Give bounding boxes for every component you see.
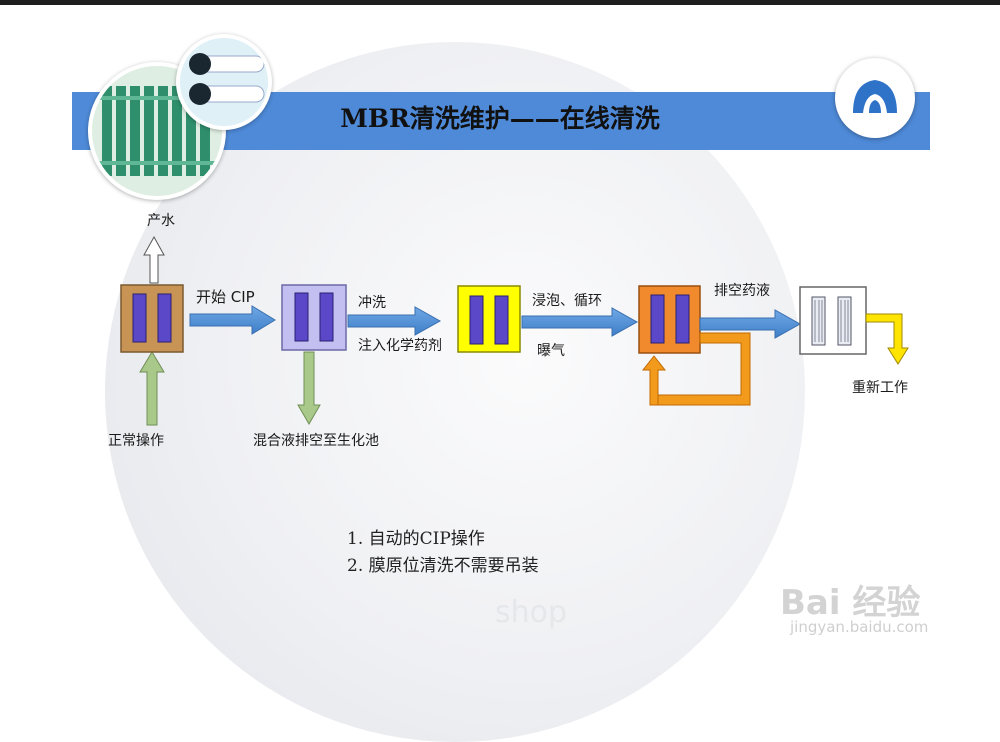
tank-drain bbox=[281, 284, 347, 351]
normal-operation-arrow bbox=[139, 351, 165, 426]
drain-down-arrow bbox=[297, 351, 321, 425]
company-logo bbox=[835, 58, 915, 138]
flow-arrow-1 bbox=[189, 305, 276, 335]
membrane-tubes-image bbox=[180, 38, 268, 126]
product-water-arrow bbox=[143, 235, 165, 284]
recirculation-loop bbox=[641, 332, 751, 406]
notes-list: 1. 自动的CIP操作 2. 膜原位清洗不需要吊装 bbox=[347, 526, 539, 580]
label-normal-operation: 正常操作 bbox=[108, 433, 164, 449]
restart-arrow bbox=[865, 313, 909, 365]
note-item: 2. 膜原位清洗不需要吊装 bbox=[347, 556, 539, 576]
label-drain-chemical: 排空药液 bbox=[714, 283, 770, 299]
watermark-baidu-logo: Bai 经验 bbox=[780, 583, 921, 623]
label-inject-chemical: 注入化学药剂 bbox=[358, 338, 442, 354]
background-circle bbox=[105, 42, 805, 742]
watermark-url: jingyan.baidu.com bbox=[790, 618, 929, 636]
tank-soak bbox=[638, 285, 701, 354]
page-title: MBR清洗维护——在线清洗 bbox=[340, 104, 660, 133]
tank-restart bbox=[799, 286, 867, 355]
top-border bbox=[0, 0, 1000, 5]
watermark-shop: shop bbox=[495, 595, 568, 630]
cip-flow-diagram bbox=[120, 235, 909, 426]
logo-mark-icon bbox=[853, 80, 897, 113]
flow-arrow-2 bbox=[347, 306, 442, 336]
tank-chemical bbox=[457, 285, 521, 353]
membrane-tube-photo bbox=[176, 34, 272, 130]
label-product-water: 产水 bbox=[147, 213, 175, 229]
label-start-cip: 开始 CIP bbox=[196, 288, 255, 306]
flow-arrow-4 bbox=[699, 309, 802, 339]
label-aeration: 曝气 bbox=[537, 343, 565, 359]
note-item: 1. 自动的CIP操作 bbox=[347, 529, 485, 549]
tank-normal bbox=[120, 284, 184, 353]
label-soak-circulate: 浸泡、循环 bbox=[532, 293, 602, 309]
label-restart: 重新工作 bbox=[852, 380, 908, 396]
flow-arrow-3 bbox=[521, 307, 639, 337]
label-flush: 冲洗 bbox=[358, 295, 386, 311]
label-drain-mixed: 混合液排空至生化池 bbox=[253, 433, 379, 449]
